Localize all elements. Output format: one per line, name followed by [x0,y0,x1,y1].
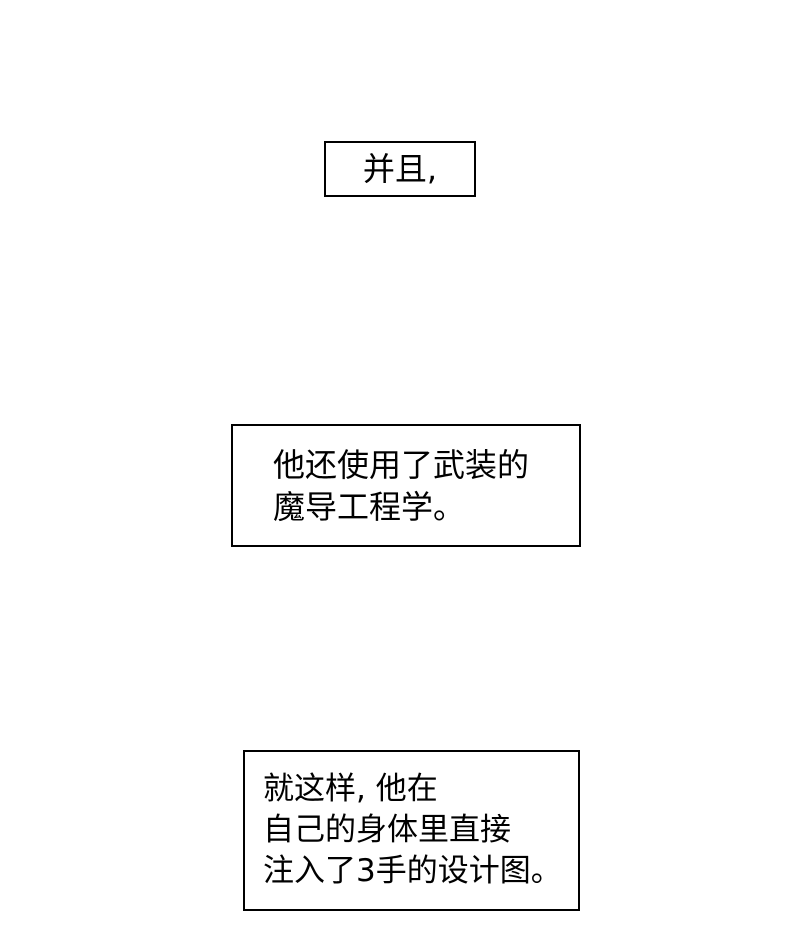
caption-box-3: 就这样, 他在 自己的身体里直接 注入了3手的设计图。 [243,750,580,911]
caption-box-1: 并且, [324,141,476,197]
caption-1-line-1: 并且, [362,150,438,188]
caption-3-line-3: 注入了3手的设计图。 [263,853,562,889]
caption-2-line-1: 他还使用了武装的 [273,445,530,484]
caption-2-line-2: 魔导工程学。 [273,487,466,526]
caption-3-line-2: 自己的身体里直接 [263,812,511,848]
caption-3-line-1: 就这样, 他在 [263,771,438,807]
caption-box-2: 他还使用了武装的 魔导工程学。 [231,424,581,547]
